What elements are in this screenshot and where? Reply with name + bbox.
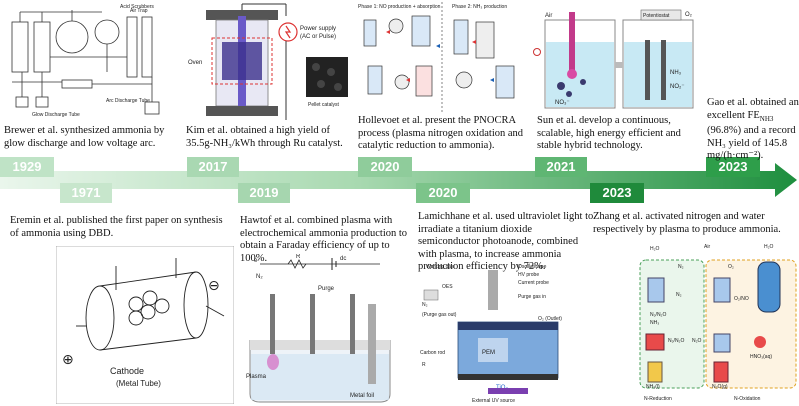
label-air: Air [545, 13, 552, 19]
figure-2020-pnocra: Phase 1: NO production + absorption Phas… [358, 2, 515, 112]
caption-1971: Eremin et al. published the first paper … [10, 215, 223, 239]
year-tag-2020-upper: 2020 [358, 157, 412, 177]
caption-2020-upper: Hollevoet et al. present the PNOCRA proc… [358, 115, 524, 151]
year-tag-1971: 1971 [60, 183, 112, 203]
label-phase2: Phase 2: NH₃ production [452, 4, 507, 10]
label-oven: Oven [188, 60, 202, 66]
caption-2023-upper-sub: NH3 [759, 114, 774, 123]
figure-2020-uv-photoanode: Working gas OES Oscilloscope HV probe Cu… [420, 264, 562, 404]
label-dc: dc [340, 256, 346, 262]
label-oes: OES [442, 284, 453, 290]
label-h2o-left: H₂O [650, 246, 660, 252]
label-n2-n2o: N₂/N₂O [650, 312, 666, 318]
label-pellet-catalyst: Pellet catalyst [308, 102, 339, 108]
label-acid-scrubbers: Acid Scrubbers [120, 4, 154, 10]
label-metal-foil: Metal foil [350, 393, 374, 399]
year-tag-2019: 2019 [238, 183, 290, 203]
label-metal-tube: (Metal Tube) [116, 379, 161, 388]
label-carbon-rod: Carbon rod [420, 350, 445, 356]
caption-2023-upper: Gao et al. obtained an excellent FENH3 (… [707, 97, 799, 163]
year-tag-2017: 2017 [187, 157, 239, 177]
label-n2o-g: N₂O(g) [712, 384, 728, 390]
label-r: R [296, 254, 301, 260]
caption-2023-lower: Zhang et al. activated nitrogen and wate… [593, 211, 781, 235]
label-n-reduction: N-Reduction [644, 396, 672, 402]
caption-1929: Brewer et al. synthesized ammonia by glo… [4, 125, 165, 149]
figure-2017-reactor: Power supply(AC or Pulse) Oven Pellet ca… [188, 3, 348, 120]
label-arc-discharge: Arc Discharge Tube [106, 98, 150, 104]
label-potentiostat: Potentiostat [643, 13, 670, 19]
label-nh3: NH₃ [670, 70, 682, 76]
label-o2-no: O₂/NO [734, 296, 749, 302]
caption-2023-upper-b: (96.8%) and a record NH₃ yield of 145.8 … [707, 125, 796, 162]
label-air-b: Air [704, 244, 710, 250]
year-tag-2020-lower: 2020 [416, 183, 470, 203]
label-working-gas: Working gas [426, 264, 454, 270]
caption-2021: Sun et al. develop a continuous, scalabl… [537, 115, 681, 151]
label-o2-top: O₂ [728, 264, 734, 270]
label-cathode: Cathode [110, 366, 144, 376]
caption-2020-lower: Lamichhane et al. used ultraviolet light… [418, 211, 594, 272]
label-n2-mid: N₂ [676, 292, 682, 298]
year-tag-2023-lower: 2023 [590, 183, 644, 203]
plus-symbol: ⊕ [62, 352, 74, 368]
minus-symbol: ⊖ [208, 278, 220, 294]
label-n2o: N₂O [692, 338, 702, 344]
label-current-probe: Current probe [518, 280, 549, 286]
label-n2-b: N₂ [422, 302, 428, 308]
label-r-b: R [422, 362, 426, 368]
label-n2: N₂ [256, 274, 263, 280]
caption-2017: Kim et al. obtained a high yield of 35.5… [186, 125, 343, 149]
label-no3: NO₃⁻ [555, 100, 570, 106]
label-glow-discharge: Glow Discharge Tube [32, 112, 80, 118]
label-air-trap: Air Trap [130, 8, 148, 14]
label-uv-source: External UV source [472, 398, 515, 404]
label-o2: O₂ [685, 12, 693, 18]
label-nh3-b: NH₃ [650, 320, 659, 326]
label-plasma: Plasma [246, 374, 267, 380]
label-purge-out: (Purge gas out) [422, 312, 457, 318]
label-e: e⁻ [254, 258, 261, 264]
label-oscilloscope: Oscilloscope [518, 264, 547, 270]
label-purge: Purge [318, 286, 335, 292]
label-n2-top: N₂ [678, 264, 684, 270]
label-hno3: HNO₃(aq) [750, 354, 772, 360]
label-no2: NO₂⁻ [670, 84, 685, 90]
figure-2021-hybrid: Air O₂ Potentiostat NH₃ NO₂⁻ NO₃⁻ [533, 9, 694, 109]
label-hv-probe: HV probe [518, 272, 539, 278]
label-purge-in: Purge gas in [518, 294, 546, 300]
caption-2023-upper-a: Gao et al. obtained an excellent FE [707, 97, 799, 121]
figure-2019-plasma-electrochem: e⁻ R dc N₂ Purge Plasma Metal foil [246, 254, 391, 403]
label-phase1: Phase 1: NO production + absorption [358, 4, 441, 10]
label-nh3-l: NH₃(l) [646, 384, 660, 390]
figure-2023-nred-nox: H₂O Air H₂O N₂ O₂ N₂ O₂/NO N₂/N₂O NH₃ N₂… [639, 244, 797, 402]
label-pem: PEM [482, 350, 495, 356]
label-h2o-right: H₂O [764, 244, 774, 250]
caption-2019: Hawtof et al. combined plasma with elect… [240, 215, 408, 264]
label-n-oxidation: N-Oxidation [734, 396, 761, 402]
year-tag-2023-upper: 2023 [706, 157, 760, 177]
label-o2-outlet: O₂ (Outlet) [538, 316, 562, 322]
year-tag-2021: 2021 [535, 157, 587, 177]
label-n2n2o-b: N₂/N₂O [668, 338, 684, 344]
figure-1929-apparatus: Air Trap Glow Discharge Tube Arc Dischar… [11, 4, 160, 118]
figure-1971-dbd: Cathode (Metal Tube) ⊕ ⊖ [56, 246, 234, 404]
year-tag-1929: 1929 [0, 157, 54, 177]
label-power-supply-line: (AC or Pulse) [300, 34, 336, 40]
label-power-supply: Power supply(AC or Pulse) [300, 26, 336, 40]
